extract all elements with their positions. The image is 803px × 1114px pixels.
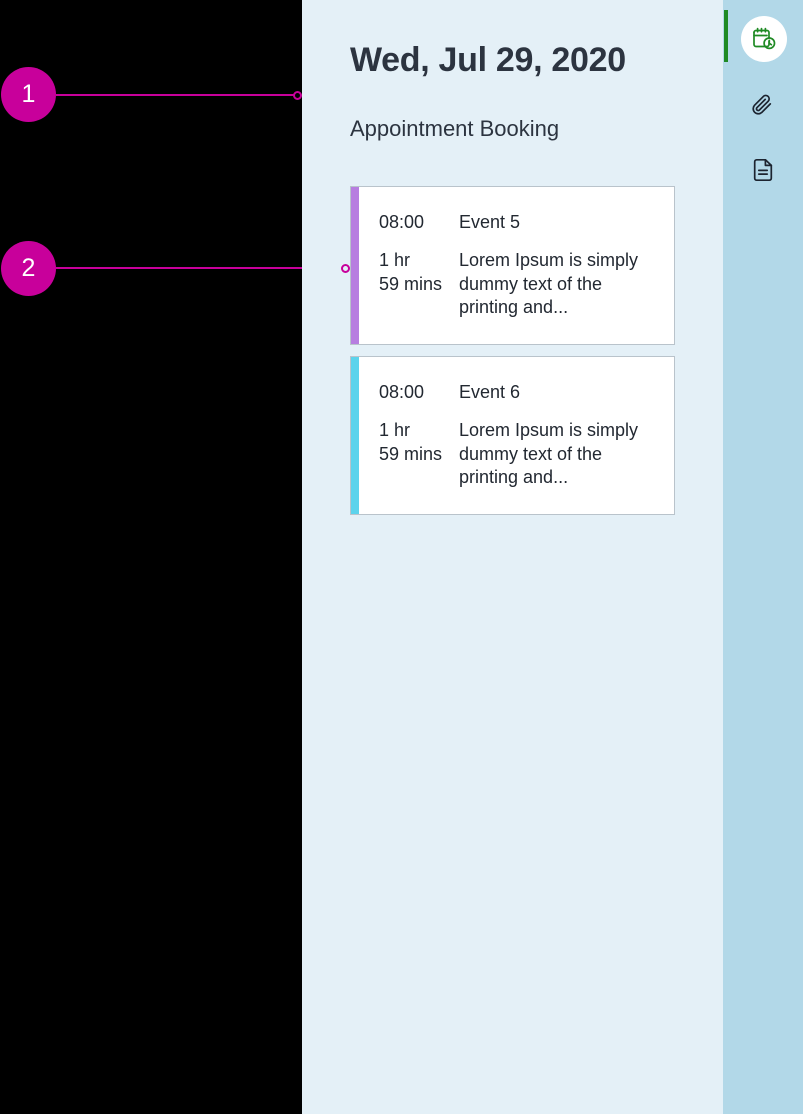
page-subtitle: Appointment Booking	[350, 116, 560, 141]
event-header-row: 08:00 Event 5	[379, 211, 660, 235]
calendar-clock-icon	[751, 26, 777, 52]
page-title: Wed, Jul 29, 2020	[350, 41, 626, 79]
event-time: 08:00	[379, 382, 425, 402]
event-duration: 1 hr 59 mins	[379, 249, 459, 320]
event-duration-line2: 59 mins	[379, 443, 443, 464]
rail-item-documents[interactable]	[741, 148, 785, 192]
document-icon	[750, 157, 776, 183]
event-duration-line1: 1 hr	[379, 249, 411, 270]
event-card[interactable]: 08:00 Event 5 1 hr 59 mins Lorem Ipsum i…	[350, 186, 675, 345]
event-card[interactable]: 08:00 Event 6 1 hr 59 mins Lorem Ipsum i…	[350, 356, 675, 515]
callout-badge-2[interactable]: 2	[1, 241, 56, 296]
event-title: Event 6	[459, 382, 521, 402]
event-card-body: 08:00 Event 5 1 hr 59 mins Lorem Ipsum i…	[359, 187, 674, 344]
event-description: Lorem Ipsum is simply dummy text of the …	[459, 249, 639, 318]
event-title: Event 5	[459, 212, 521, 232]
event-accent-bar	[351, 187, 359, 344]
annotation-canvas: 1 2	[0, 0, 342, 1114]
callout-badge-1[interactable]: 1	[1, 67, 56, 122]
event-header-row: 08:00 Event 6	[379, 381, 660, 405]
rail-item-calendar[interactable]	[741, 16, 787, 62]
event-time: 08:00	[379, 212, 425, 232]
main-panel: Wed, Jul 29, 2020 Appointment Booking 08…	[302, 0, 723, 1114]
callout-badge-1-label: 1	[21, 80, 36, 108]
rail-item-attachments[interactable]	[741, 83, 785, 127]
callout-endpoint-2	[341, 264, 350, 273]
paperclip-icon	[750, 92, 776, 118]
event-detail-row: 1 hr 59 mins Lorem Ipsum is simply dummy…	[379, 249, 660, 320]
event-duration-line1: 1 hr	[379, 419, 411, 440]
callout-line-1	[56, 94, 298, 96]
event-detail-row: 1 hr 59 mins Lorem Ipsum is simply dummy…	[379, 419, 660, 490]
rail-active-indicator	[724, 10, 728, 62]
icon-rail	[723, 0, 803, 1114]
callout-badge-2-label: 2	[21, 254, 36, 282]
event-duration-line2: 59 mins	[379, 273, 443, 294]
callout-endpoint-1	[293, 91, 302, 100]
event-duration: 1 hr 59 mins	[379, 419, 459, 490]
event-description: Lorem Ipsum is simply dummy text of the …	[459, 419, 639, 488]
event-card-list: 08:00 Event 5 1 hr 59 mins Lorem Ipsum i…	[350, 186, 675, 526]
event-accent-bar	[351, 357, 359, 514]
callout-line-2	[56, 267, 342, 269]
event-card-body: 08:00 Event 6 1 hr 59 mins Lorem Ipsum i…	[359, 357, 674, 514]
